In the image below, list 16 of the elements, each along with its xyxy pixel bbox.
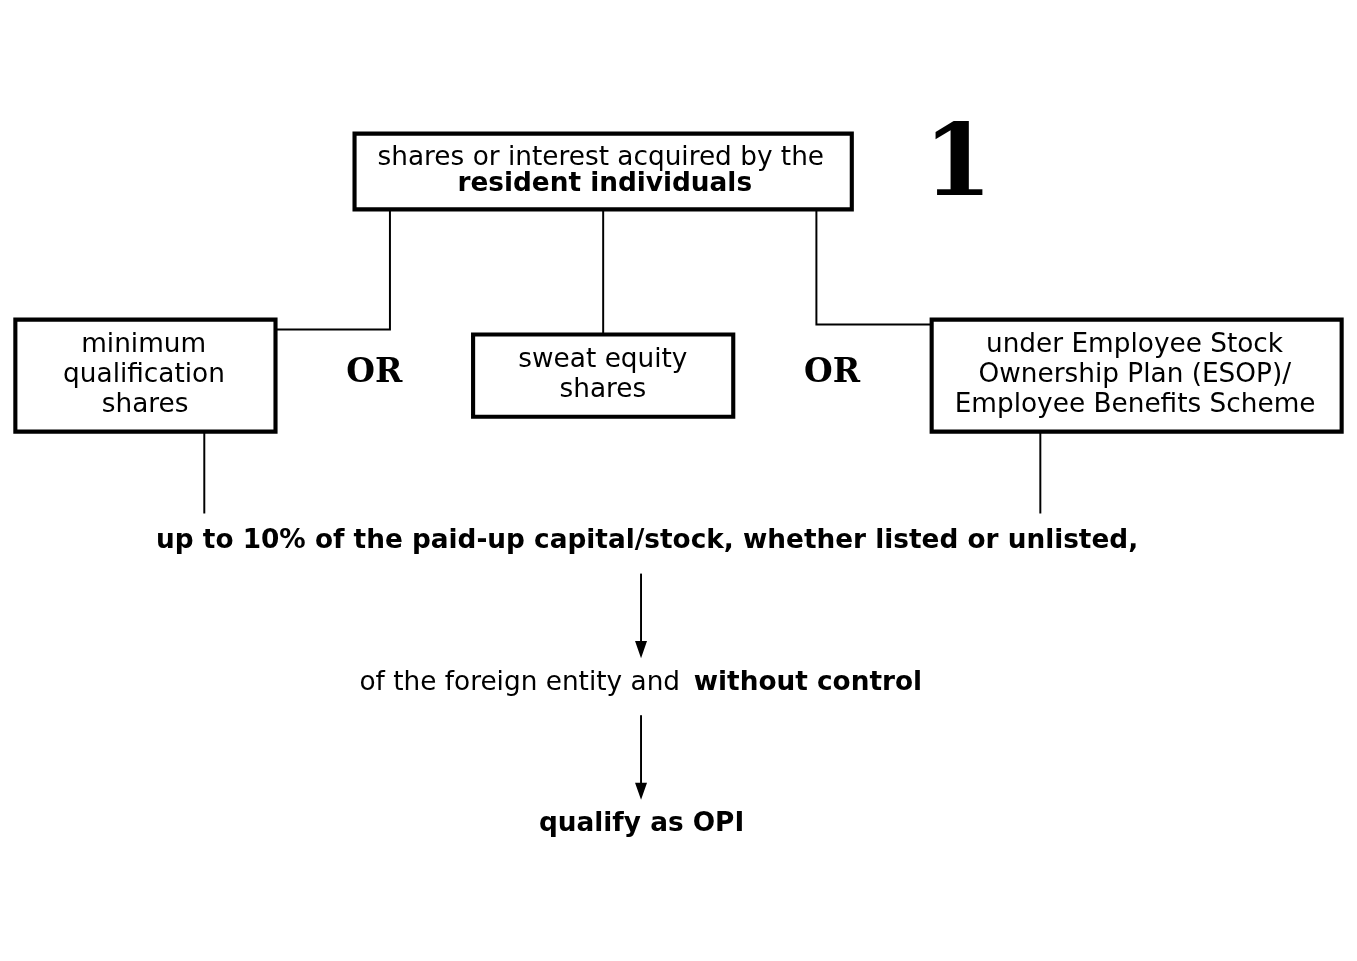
- node-box: shares or interest acquired by the resident individuals: [352, 131, 854, 211]
- node-box: under Employee Stock Ownership Plan (ESOP)/ Employee Benefits Scheme: [929, 317, 1344, 434]
- node-text: qualify as OPI: [538, 806, 745, 837]
- node-text: of the foreign entity and without control: [359, 665, 923, 696]
- arrow: [635, 713, 648, 800]
- label: OR: [346, 350, 403, 390]
- label: OR: [804, 350, 861, 390]
- node-box: minimum qualification shares: [13, 317, 278, 434]
- arrow: [635, 572, 648, 658]
- connector: [274, 208, 391, 330]
- connector: [203, 430, 206, 514]
- node-text: up to 10% of the paid-up capital/stock, whether listed or unlisted,: [156, 523, 1139, 554]
- connector: [1039, 430, 1042, 514]
- connector: [815, 208, 933, 326]
- label: 1: [923, 101, 993, 217]
- node-box: sweat equity shares: [471, 331, 736, 419]
